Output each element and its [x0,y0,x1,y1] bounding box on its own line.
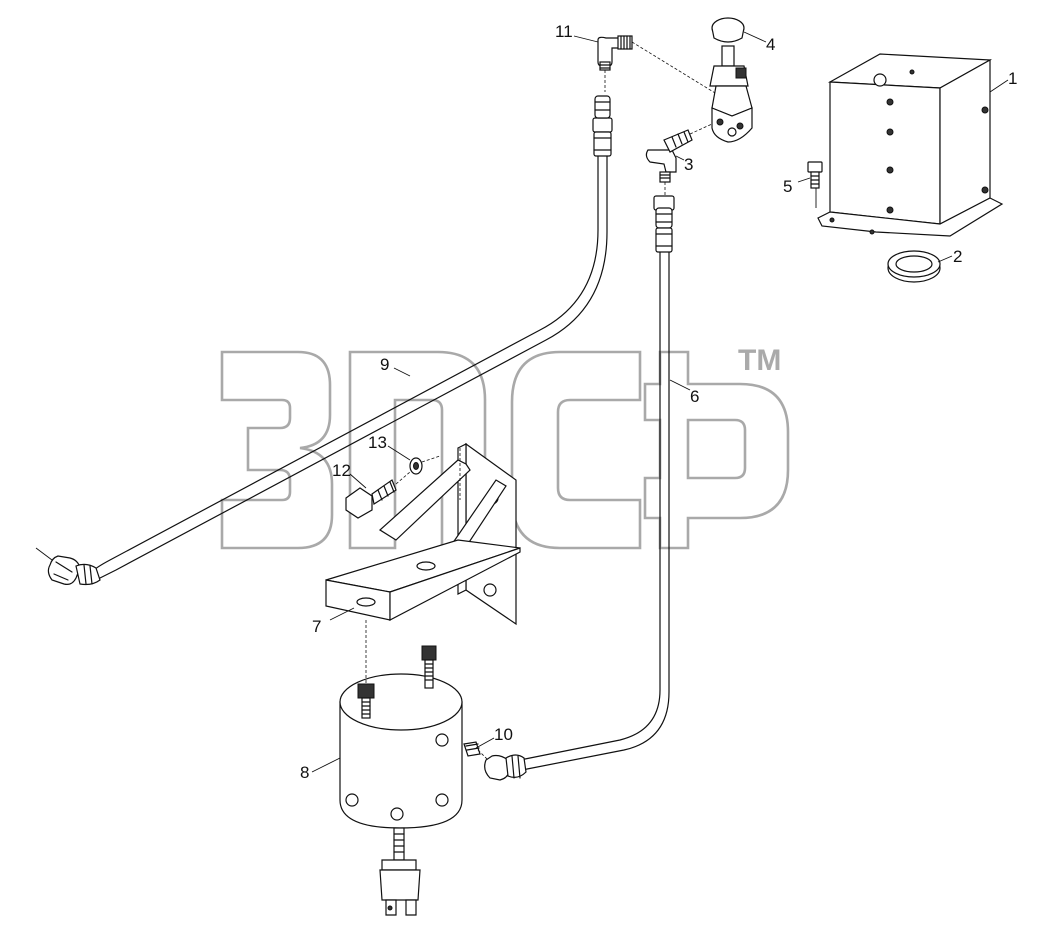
bolt-12 [345,471,411,519]
watermark-logo: TM [220,344,790,550]
callout-3: 3 [684,155,693,174]
callout-1: 1 [1008,69,1017,88]
callout-6: 6 [690,387,699,406]
trademark-text: TM [738,344,781,377]
callout-12: 12 [332,461,351,480]
callout-7: 7 [312,617,321,636]
washer-13 [387,445,441,475]
callout-11: 11 [555,22,573,41]
callout-4: 4 [766,35,775,54]
callout-9: 9 [380,355,389,374]
ring-2 [887,250,953,283]
hose-9 [35,95,613,586]
callout-13: 13 [368,433,387,452]
box-1 [817,53,1009,237]
chamber-8 [311,620,463,916]
bolt-5 [797,161,823,208]
callout-labels: 1 2 3 4 5 6 7 8 9 10 11 12 13 [300,22,1017,782]
valve-4 [709,17,767,143]
callout-8: 8 [300,763,309,782]
bracket-7 [325,442,521,626]
fitting-11 [597,35,721,97]
fitting-3 [645,123,713,196]
callout-2: 2 [953,247,962,266]
hose-6 [484,195,675,781]
callout-10: 10 [494,725,513,744]
fitting-10 [463,737,495,761]
leaders [393,35,691,391]
callout-5: 5 [783,177,792,196]
